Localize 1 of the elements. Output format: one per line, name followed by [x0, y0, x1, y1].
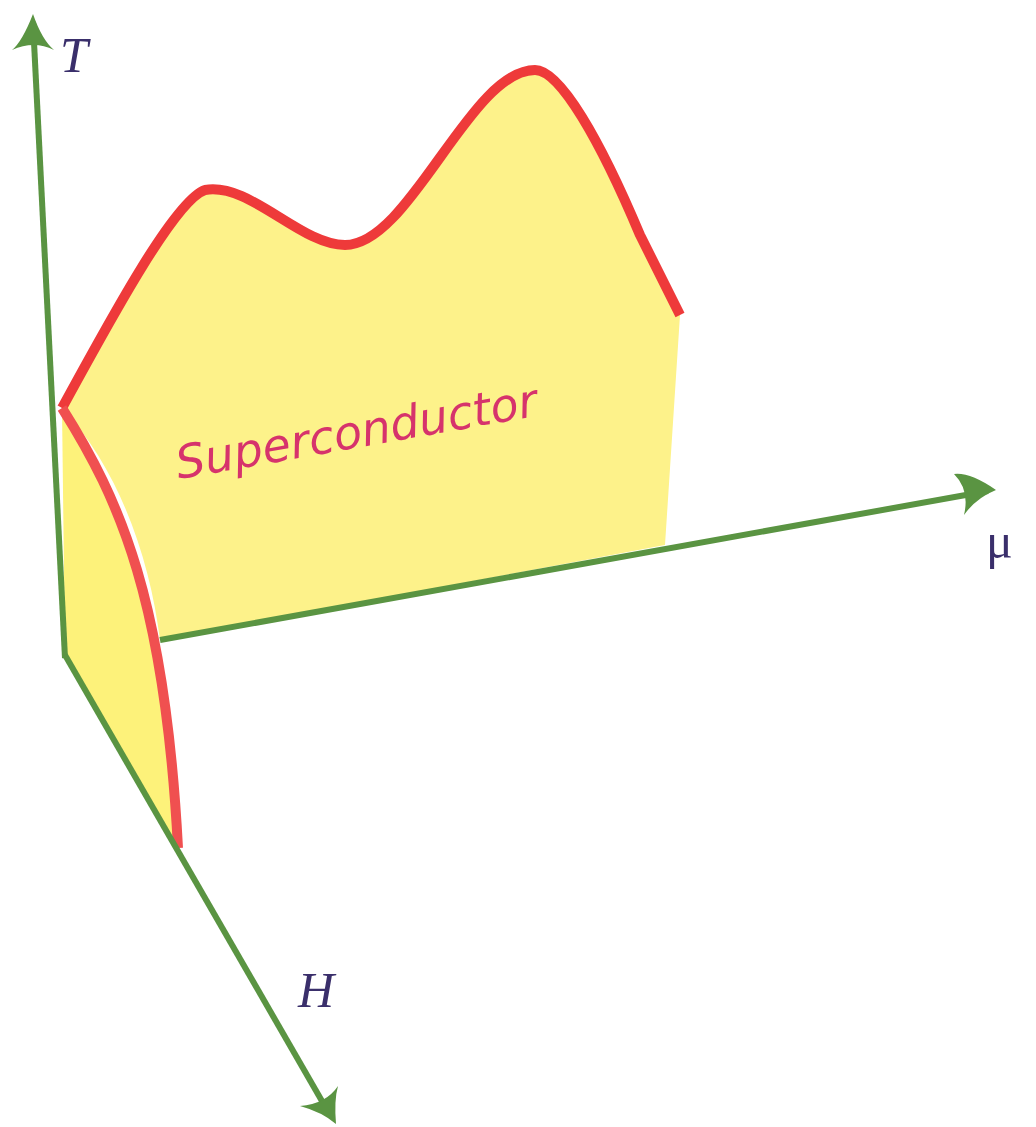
axis-label: H — [298, 965, 335, 1015]
